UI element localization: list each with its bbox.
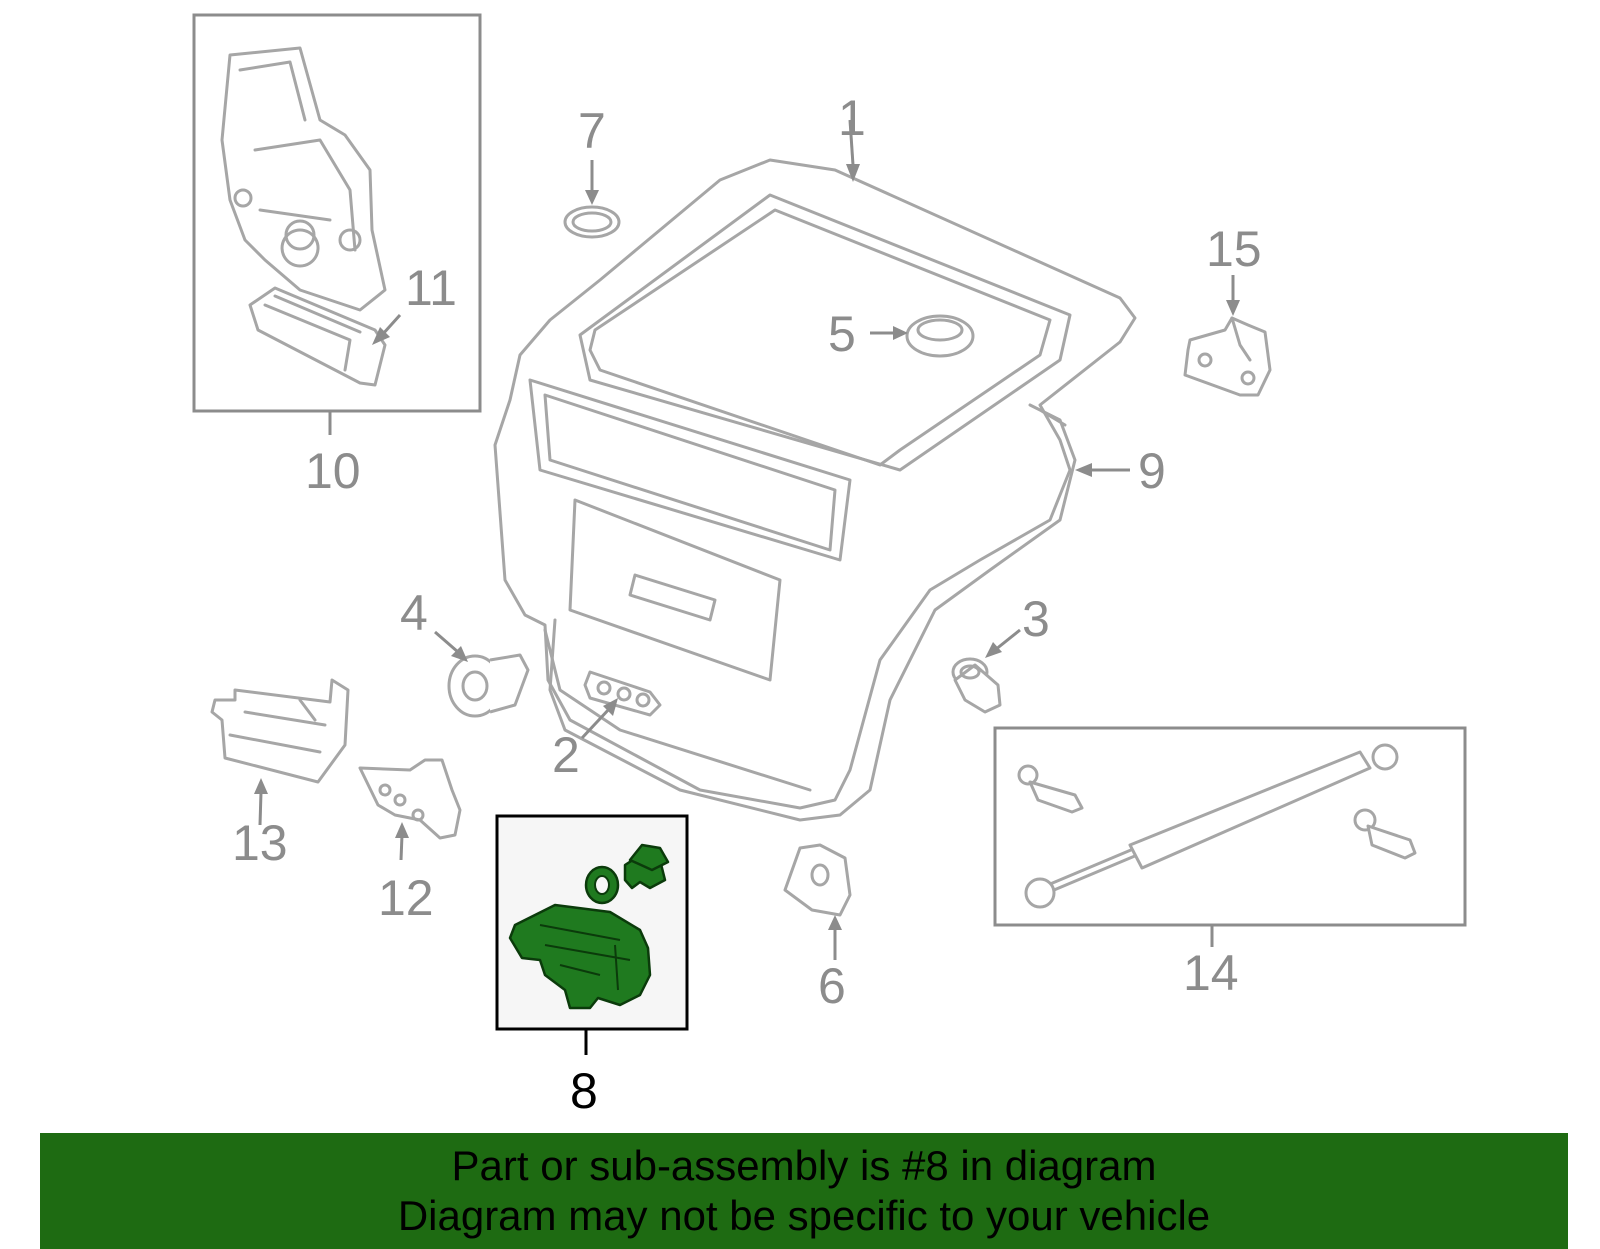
box-10 xyxy=(192,13,482,413)
info-banner: Part or sub-assembly is #8 in diagram Di… xyxy=(40,1133,1568,1249)
weatherstrip-part-9[interactable] xyxy=(548,403,1077,822)
callout-10: 10 xyxy=(305,443,361,499)
highlighted-part-8-lock-actuator[interactable] xyxy=(508,843,670,1010)
callout-1: 1 xyxy=(838,90,866,146)
hinge-part-15[interactable] xyxy=(1183,316,1272,397)
callout-7: 7 xyxy=(578,103,606,159)
latch-assembly-part-10[interactable] xyxy=(220,46,387,312)
callout-6: 6 xyxy=(818,958,846,1014)
callout-12: 12 xyxy=(378,870,434,926)
plug-part-5[interactable] xyxy=(905,314,975,358)
handle-part-13[interactable] xyxy=(210,678,350,784)
callout-3: 3 xyxy=(1022,591,1050,647)
callout-13: 13 xyxy=(232,815,288,871)
banner-line-part-number: Part or sub-assembly is #8 in diagram xyxy=(451,1142,1157,1189)
bumper-part-4[interactable] xyxy=(447,653,530,718)
callout-5: 5 xyxy=(828,306,856,362)
banner-line-disclaimer: Diagram may not be specific to your vehi… xyxy=(397,1192,1211,1239)
callout-11: 11 xyxy=(405,260,457,316)
clip-part-6[interactable] xyxy=(783,843,852,917)
switch-part-2[interactable] xyxy=(583,670,662,717)
ball-stud-lower xyxy=(1353,808,1417,860)
bumper-part-3[interactable] xyxy=(951,657,1002,714)
gas-strut-part-14[interactable] xyxy=(1017,743,1417,909)
bracket-part-12[interactable] xyxy=(358,758,462,840)
callout-2: 2 xyxy=(552,727,580,783)
callout-9: 9 xyxy=(1138,443,1166,499)
latch-cover-part-11[interactable] xyxy=(248,286,387,387)
callout-4: 4 xyxy=(400,585,428,641)
callout-14: 14 xyxy=(1183,945,1239,1001)
liftgate-panel-part-1[interactable] xyxy=(493,158,1137,810)
box-14 xyxy=(993,726,1467,927)
callout-15: 15 xyxy=(1206,221,1262,277)
callout-8: 8 xyxy=(570,1063,598,1119)
ball-stud-upper xyxy=(1017,764,1084,814)
